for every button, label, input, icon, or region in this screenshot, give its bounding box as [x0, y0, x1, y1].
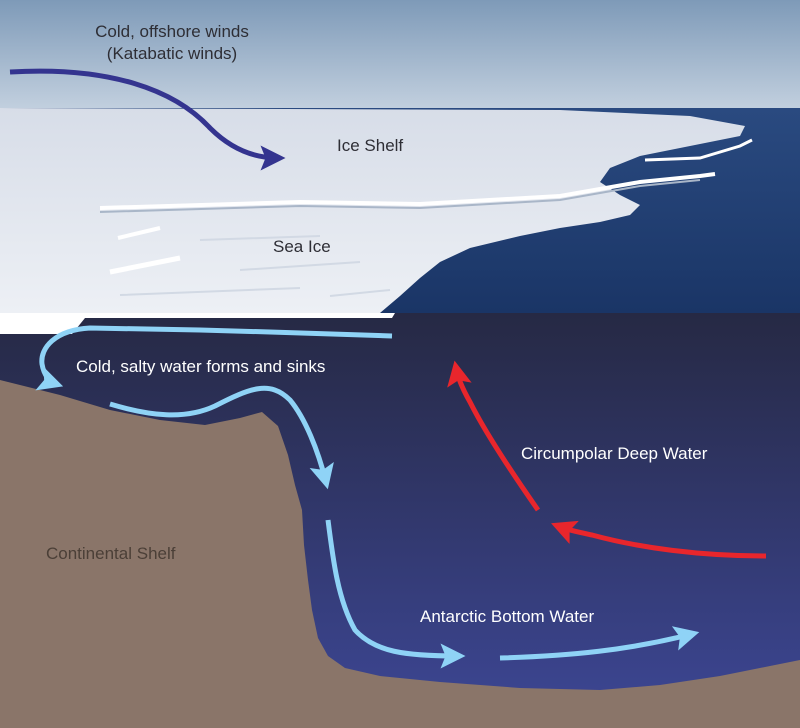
- cold-water-arrow-surface: [35, 325, 393, 391]
- deep-water-arrow-upwelling: [447, 360, 541, 512]
- ice-shelf-label: Ice Shelf: [337, 136, 404, 155]
- ice-cross-section: [0, 313, 395, 334]
- continental-shelf-label: Continental Shelf: [46, 544, 176, 563]
- deep-water-arrow-inflow: [551, 520, 767, 559]
- ice-shelf-surface: [0, 108, 745, 313]
- circumpolar-deep-water-label: Circumpolar Deep Water: [521, 444, 708, 463]
- ice-shelf-edge: [99, 172, 716, 210]
- cold-water-arrow-descending: [109, 385, 334, 490]
- ice-edge-left-1: [117, 226, 161, 240]
- ice-edge-left-2: [109, 255, 181, 275]
- ice-shelf-edge-shadow: [99, 179, 701, 213]
- bottom-water-arrow: [499, 626, 700, 661]
- continental-shelf: [0, 380, 800, 728]
- katabatic-wind-label-line1: Cold, offshore winds: [95, 22, 249, 41]
- ice-edge-upper: [644, 138, 753, 162]
- katabatic-wind-arrow: [9, 68, 286, 171]
- sea-ice-texture: [119, 235, 391, 297]
- katabatic-wind-label: Cold, offshore winds (Katabatic winds): [62, 21, 282, 65]
- katabatic-wind-label-line2: (Katabatic winds): [106, 44, 238, 63]
- antarctic-bottom-water-label: Antarctic Bottom Water: [420, 607, 595, 626]
- cold-salty-water-label: Cold, salty water forms and sinks: [76, 357, 326, 376]
- cold-water-arrow-downslope: [325, 519, 466, 669]
- sea-ice-label: Sea Ice: [273, 237, 331, 256]
